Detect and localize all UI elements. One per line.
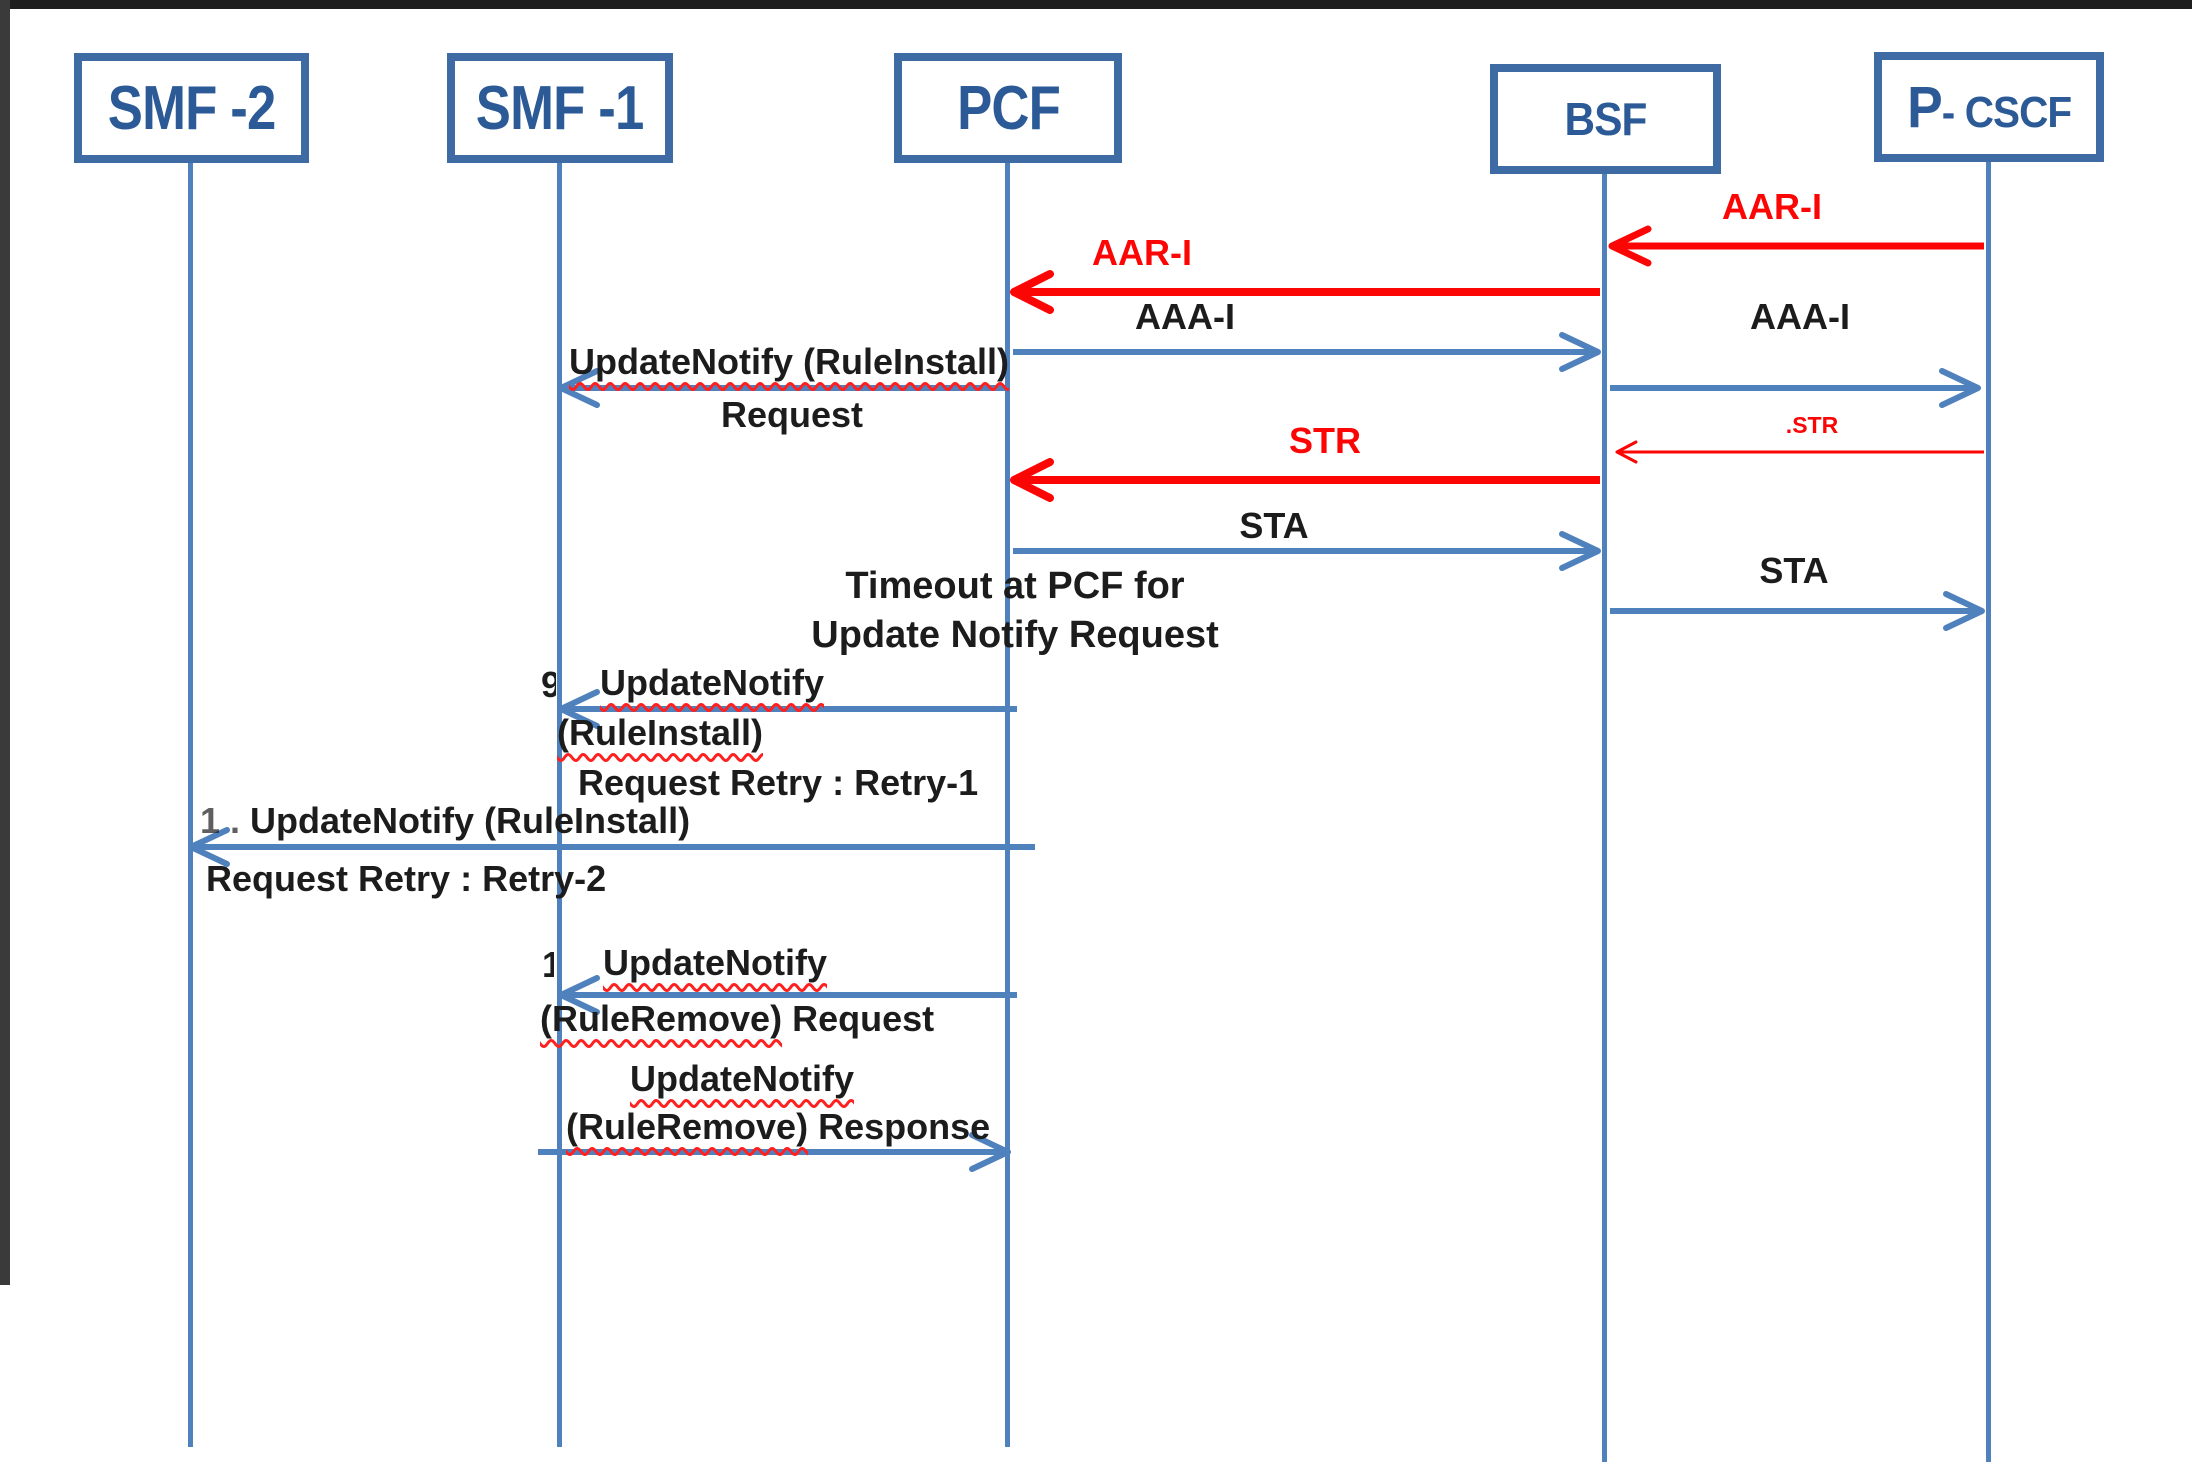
- label-updatenotify-ruleinstall: UpdateNotify (RuleInstall): [568, 341, 1010, 382]
- label-retry2-request-retry: Request Retry : Retry-2: [206, 858, 607, 899]
- label-sta-bsf-pcscf: STA: [1759, 550, 1829, 591]
- label-ruleremove-resp-updatenotify: UpdateNotify: [630, 1058, 854, 1099]
- actor-label-pcf: PCF: [956, 73, 1061, 143]
- label-ruleremove-request: (RuleRemove) Request: [540, 998, 935, 1039]
- label-retry1-request-retry: Request Retry : Retry-1: [578, 762, 979, 803]
- arrow-str-pcscf-to-bsf: [1615, 440, 1984, 464]
- label-aar-i-bsf-pcf: AAR-I: [1092, 232, 1192, 273]
- arrow-updatenotify-ruleinstall-retry1: [558, 689, 1017, 729]
- frame-left-border: [0, 0, 10, 1285]
- actor-box-bsf: BSF: [1490, 64, 1721, 174]
- lifeline-bsf: [1602, 172, 1607, 1462]
- arrow-aar-i-bsf-to-pcf: [1010, 270, 1600, 314]
- step-number-fragment-retry1: 9: [541, 664, 556, 705]
- actor-label-smf1: SMF -1: [476, 73, 645, 143]
- actor-box-smf2: SMF -2: [74, 53, 309, 163]
- step-number-fragment-retry2: 1 .: [200, 800, 241, 841]
- label-retry1-updatenotify: UpdateNotify: [600, 662, 824, 703]
- arrow-sta-bsf-to-pcscf: [1610, 591, 1985, 631]
- label-retry2-line1: 1 . UpdateNotify (RuleInstall): [200, 800, 691, 841]
- arrow-aaa-i-pcf-to-bsf: [1013, 332, 1601, 372]
- frame-top-border: [0, 0, 2192, 9]
- arrow-aar-i-pcscf-to-bsf: [1608, 225, 1984, 267]
- arrow-updatenotify-ruleinstall-retry2: [188, 827, 1035, 867]
- actor-label-smf2: SMF -2: [107, 73, 277, 143]
- label-str-small: .STR: [1785, 412, 1839, 438]
- arrow-aaa-i-bsf-to-pcscf: [1610, 368, 1981, 408]
- label-str: STR: [1289, 420, 1361, 461]
- lifeline-smf1: [557, 160, 562, 1447]
- label-sta-pcf-bsf: STA: [1239, 505, 1309, 546]
- label-retry1-ruleinstall: (RuleInstall): [557, 712, 764, 753]
- lifeline-pcscf: [1986, 158, 1991, 1462]
- timeout-note-line1: Timeout at PCF for: [845, 565, 1185, 607]
- actor-label-bsf: BSF: [1564, 93, 1648, 145]
- actor-box-pcf: PCF: [894, 53, 1122, 163]
- lifeline-smf2: [188, 160, 193, 1447]
- arrow-updatenotify-ruleremove-request: [558, 975, 1017, 1015]
- label-ruleremove-response: (RuleRemove) Response: [566, 1106, 991, 1147]
- arrow-str-bsf-to-pcf: [1010, 458, 1600, 502]
- label-updatenotify-ruleinstall-request: Request: [720, 394, 864, 435]
- actor-box-smf1: SMF -1: [447, 53, 673, 163]
- arrow-sta-pcf-to-bsf: [1013, 531, 1601, 571]
- lifeline-pcf: [1005, 160, 1010, 1447]
- label-aaa-i-bsf-pcscf: AAA-I: [1750, 296, 1850, 337]
- label-aaa-i-pcf-bsf: AAA-I: [1135, 296, 1235, 337]
- timeout-note: Timeout at PCF for Update Notify Request: [811, 562, 1218, 659]
- actor-label-pcscf: P- CSCF: [1906, 74, 2072, 140]
- timeout-note-line2: Update Notify Request: [811, 613, 1219, 656]
- arrow-updatenotify-ruleremove-response: [538, 1132, 1011, 1172]
- step-number-fragment-ruleremove: 1: [542, 944, 554, 985]
- label-aar-i-pcscf-bsf: AAR-I: [1722, 186, 1822, 227]
- arrow-updatenotify-ruleinstall-request: [558, 368, 1008, 408]
- label-ruleremove-req-updatenotify: UpdateNotify: [603, 942, 827, 983]
- actor-box-pcscf: P- CSCF: [1874, 52, 2104, 162]
